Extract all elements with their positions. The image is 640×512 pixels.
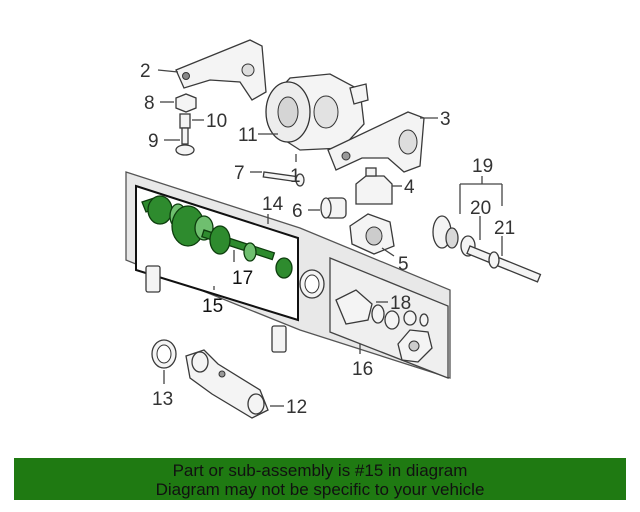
boot-clamp[interactable] [299, 269, 325, 299]
front-differential-mount[interactable] [349, 213, 395, 255]
callout-11: 11 [238, 125, 258, 146]
callout-3: 3 [440, 109, 451, 130]
callout-9: 9 [148, 131, 159, 152]
callout-17: 17 [232, 268, 253, 289]
grease-pack[interactable] [145, 265, 287, 353]
callout-21: 21 [494, 218, 515, 239]
callout-16: 16 [352, 359, 373, 380]
callout-13: 13 [152, 389, 173, 410]
axle-housing-tube[interactable] [185, 349, 269, 419]
differential-carrier[interactable] [265, 73, 369, 151]
callout-1: 1 [290, 166, 301, 187]
cv-boot-kit[interactable] [335, 289, 433, 363]
callout-14: 14 [262, 194, 284, 215]
callout-19: 19 [472, 156, 493, 177]
callout-5: 5 [398, 254, 409, 275]
callout-8: 8 [144, 93, 155, 114]
mount-bolt[interactable] [175, 127, 195, 156]
callout-18: 18 [390, 293, 411, 314]
callout-15: 15 [202, 296, 223, 317]
callout-7: 7 [234, 163, 245, 184]
banner-line-1: Part or sub-assembly is #15 in diagram [172, 461, 468, 480]
parts-diagram: 2 11 3 8 10 9 7 1 [125, 39, 542, 419]
callout-4: 4 [404, 177, 415, 198]
info-banner: Part or sub-assembly is #15 in diagram D… [14, 458, 626, 500]
oil-seal[interactable] [151, 339, 177, 369]
rear-differential-mount[interactable] [355, 167, 393, 205]
axle-shaft-assembly[interactable] [141, 195, 293, 279]
mount-cushion[interactable] [175, 93, 197, 113]
rear-axle-shaft[interactable] [432, 215, 542, 283]
callout-10: 10 [206, 111, 227, 132]
bushing[interactable] [320, 197, 347, 219]
banner-line-2: Diagram may not be specific to your vehi… [155, 480, 485, 499]
front-mount-bracket[interactable] [327, 111, 425, 173]
callout-2: 2 [140, 61, 151, 82]
bolt[interactable] [262, 171, 305, 187]
callout-20: 20 [470, 198, 491, 219]
callout-6: 6 [292, 201, 303, 222]
rear-mount-bracket[interactable] [175, 39, 267, 101]
collar[interactable] [179, 113, 191, 129]
callout-12: 12 [286, 397, 307, 418]
